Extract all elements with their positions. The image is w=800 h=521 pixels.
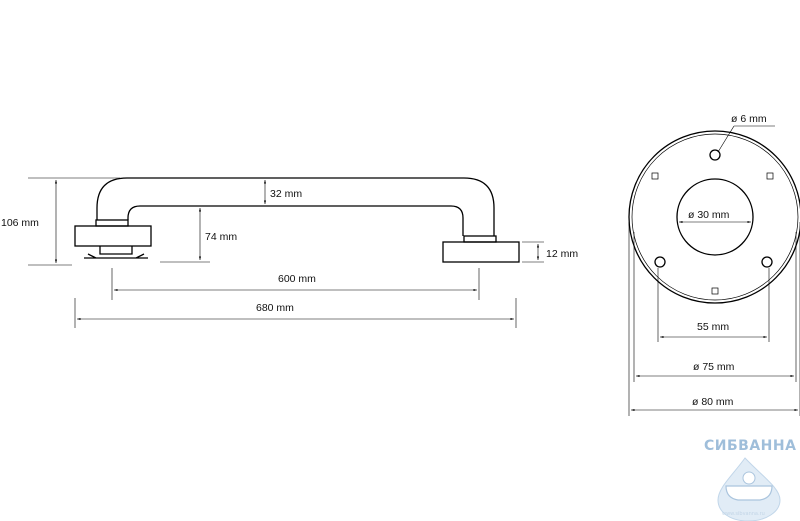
label-55: 55 mm	[697, 321, 729, 333]
label-32: 32 mm	[270, 188, 302, 200]
dim-base-height: 12 mm	[522, 241, 578, 263]
tube-hole	[676, 178, 754, 256]
label-12: 12 mm	[546, 248, 578, 260]
logo-url-text: www.sibvanna.ru	[722, 511, 765, 517]
screw-hole-left	[654, 256, 666, 268]
bathtub-icon	[725, 485, 773, 501]
label-6: ø 6 mm	[731, 113, 767, 125]
marker-bottom	[711, 287, 719, 295]
logo-brand-text: СИБВАННА	[704, 438, 796, 454]
screw-hole-top	[709, 149, 721, 161]
marker-tl	[651, 172, 659, 180]
tube-inner-contour	[127, 205, 464, 236]
left-base-plate	[84, 253, 148, 259]
flange-outer-circle	[628, 130, 800, 304]
screw-hole-right	[761, 256, 773, 268]
left-flange	[74, 225, 152, 247]
dim-center-distance: 600 mm	[111, 268, 480, 300]
flange-front-view	[628, 130, 800, 304]
tube-outer-contour	[96, 177, 495, 236]
label-74: 74 mm	[205, 231, 237, 243]
dim-overall-length: 680 mm	[74, 298, 517, 328]
grab-bar-side-view	[74, 177, 520, 263]
dim-tube-diameter: 32 mm	[263, 180, 302, 204]
dim-total-height: 106 mm	[1, 177, 120, 266]
label-30: ø 30 mm	[688, 209, 730, 221]
sibvanna-logo: СИБВАННА www.sibvanna.ru	[704, 438, 796, 521]
dim-cover-diameter: ø 75 mm	[633, 232, 797, 382]
left-base-foot	[99, 246, 133, 255]
drop-face-icon	[742, 471, 756, 485]
dim-offset-height: 74 mm	[160, 208, 237, 263]
dim-screw-hole: ø 6 mm	[717, 113, 775, 153]
label-680: 680 mm	[256, 302, 294, 314]
right-collar	[463, 235, 497, 243]
label-75: ø 75 mm	[693, 361, 735, 373]
dim-outer-diameter: ø 80 mm	[628, 222, 800, 416]
label-600: 600 mm	[278, 273, 316, 285]
right-flange	[442, 241, 520, 263]
label-106: 106 mm	[1, 217, 39, 229]
dim-tube-hole: ø 30 mm	[679, 209, 751, 224]
left-collar	[95, 219, 129, 227]
label-80: ø 80 mm	[692, 396, 734, 408]
marker-tr	[766, 172, 774, 180]
dim-hole-spacing: 55 mm	[657, 268, 770, 342]
flange-cover-circle	[631, 133, 799, 301]
